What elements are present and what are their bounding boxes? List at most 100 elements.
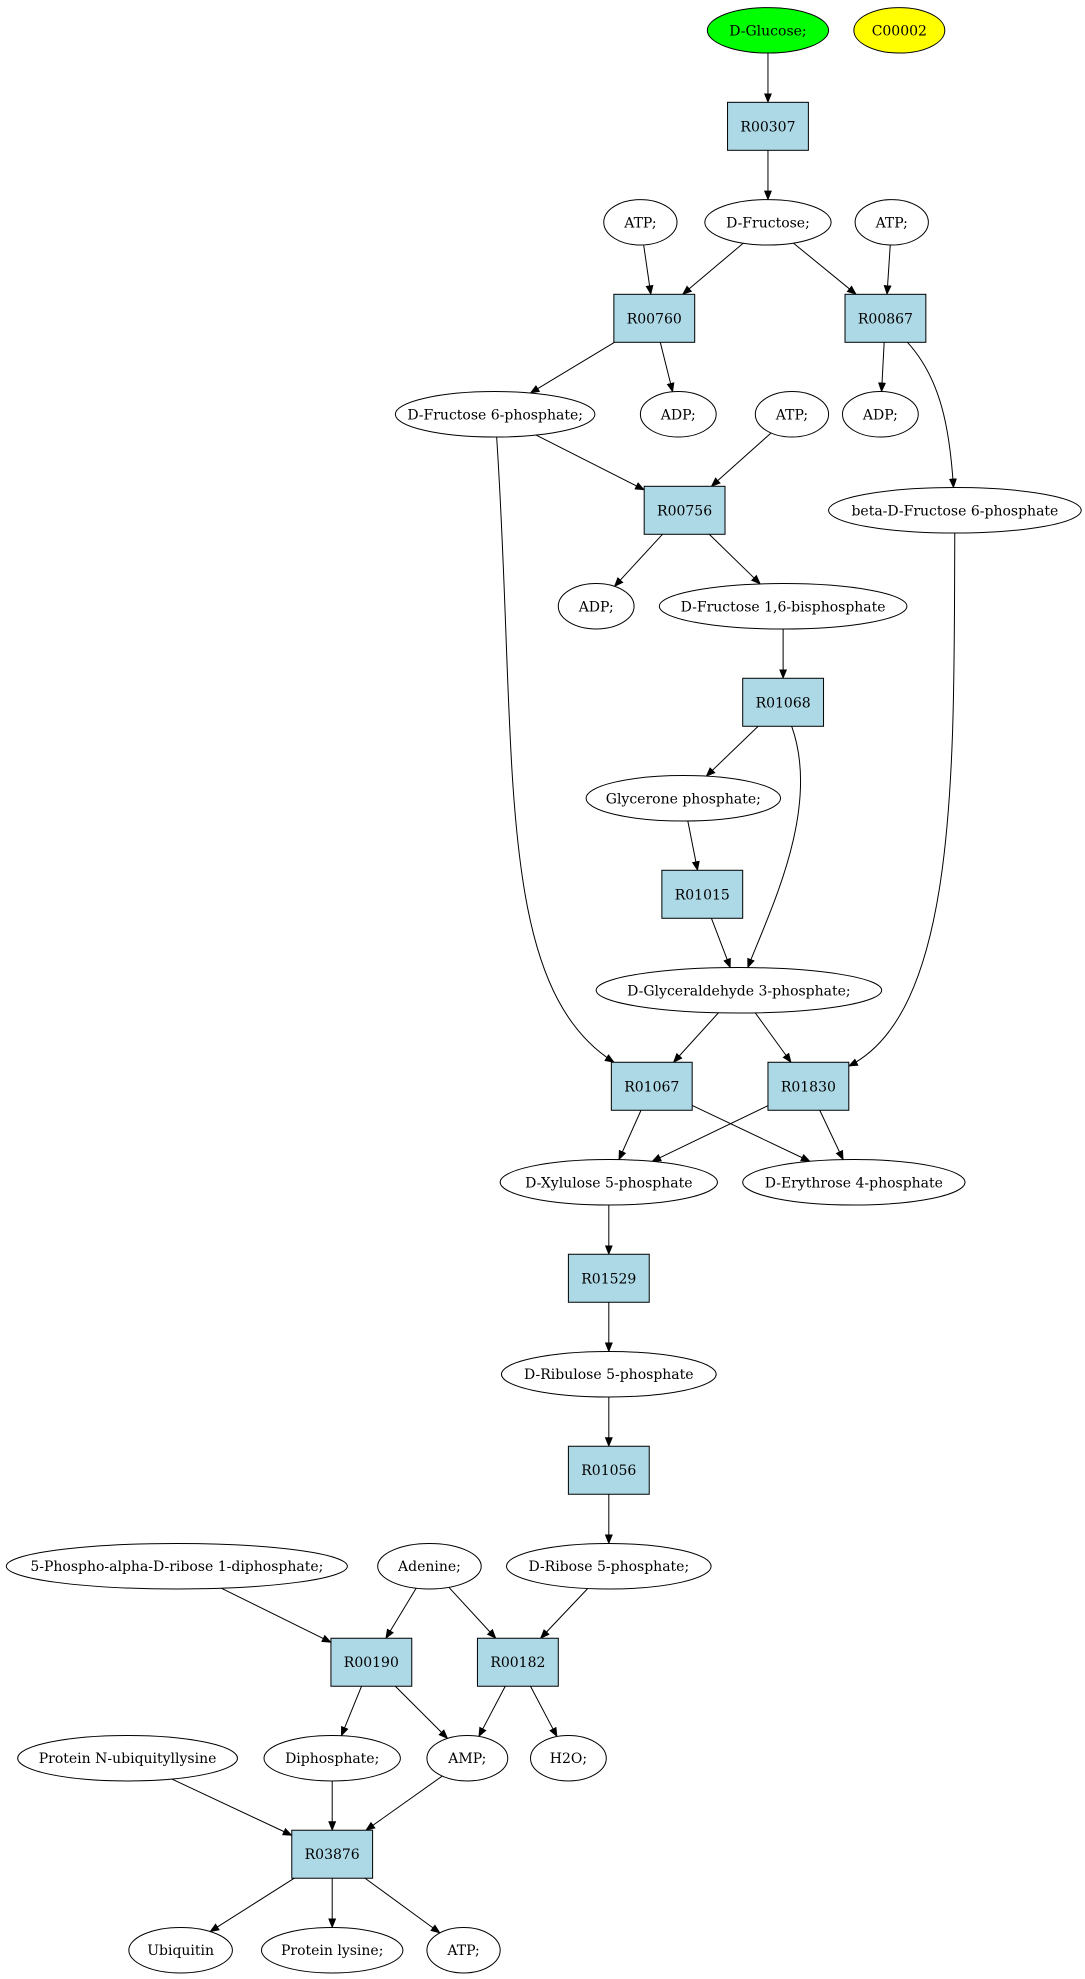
compound-ellipse [658, 583, 908, 630]
node-label: R01068 [756, 695, 811, 711]
edge-prpp-to-r00190 [221, 1587, 332, 1643]
node-label: R01056 [581, 1463, 636, 1479]
edge-r03876-to-atp4 [364, 1877, 441, 1934]
reaction-box [330, 1637, 413, 1687]
compound-node-f6p: D-Fructose 6-phosphate; [394, 391, 596, 438]
edge-r00182-to-h2o [530, 1685, 558, 1738]
compound-node-e4p: D-Erythrose 4-phosphate [742, 1159, 966, 1206]
node-label: Adenine; [397, 1559, 461, 1575]
edge-atp3-to-r00756 [710, 432, 772, 487]
reaction-box [613, 293, 696, 343]
reaction-box [742, 677, 825, 727]
edge-r01067-to-x5p [618, 1110, 642, 1161]
compound-node-glucose: D-Glucose; [706, 7, 830, 54]
node-label: R00760 [627, 311, 682, 327]
compound-node-f16bp: D-Fructose 1,6-bisphosphate [658, 583, 908, 630]
compound-node-x5p: D-Xylulose 5-phosphate [499, 1159, 718, 1206]
node-label: Glycerone phosphate; [606, 791, 761, 807]
reaction-box [291, 1829, 374, 1879]
edge-r00182-to-amp [478, 1685, 506, 1738]
node-label: D-Ribose 5-phosphate; [528, 1559, 689, 1575]
edge-r00867-to-adp2 [878, 342, 887, 393]
node-label: ATP; [623, 215, 656, 231]
edge-r03876-to-ubiquitin [209, 1877, 295, 1933]
reaction-node-r01529: R01529 [567, 1253, 650, 1303]
compound-node-plys: Protein lysine; [260, 1926, 404, 1974]
edge-r00760-to-f6p [529, 341, 615, 394]
compound-node-c00002: C00002 [853, 7, 946, 54]
reaction-node-r01056: R01056 [567, 1445, 650, 1495]
compound-node-adp2: ADP; [841, 391, 919, 438]
edge-r01830-to-x5p [651, 1105, 769, 1162]
edge-adenine-to-r00190 [385, 1587, 417, 1640]
compound-ellipse [506, 1543, 712, 1590]
reaction-node-r01068: R01068 [742, 677, 825, 727]
compound-node-fructose: D-Fructose; [704, 199, 832, 246]
reaction-box [567, 1445, 650, 1495]
reaction-box [727, 101, 809, 151]
reaction-node-r03876: R03876 [291, 1829, 374, 1879]
edge-glycerone-to-r01015 [687, 820, 700, 872]
compound-ellipse [706, 7, 830, 54]
node-label: H2O; [550, 1751, 587, 1767]
reaction-box [643, 485, 726, 535]
node-label: AMP; [447, 1751, 486, 1767]
reaction-node-r00307: R00307 [727, 101, 809, 151]
compound-ellipse [426, 1734, 509, 1782]
node-label: D-Ribulose 5-phosphate [524, 1367, 694, 1383]
edge-ubilys-to-r03876 [171, 1778, 293, 1836]
compound-node-r5p: D-Ribose 5-phosphate; [506, 1543, 712, 1590]
node-label: R01067 [624, 1079, 679, 1095]
compound-ellipse [17, 1734, 238, 1782]
reaction-box [767, 1061, 850, 1111]
compound-node-ru5p: D-Ribulose 5-phosphate [500, 1351, 717, 1398]
compound-node-atp4: ATP; [426, 1926, 501, 1974]
reaction-node-r01830: R01830 [767, 1061, 850, 1111]
compound-node-diphosphate: Diphosphate; [263, 1734, 401, 1782]
node-label: D-Fructose 6-phosphate; [407, 407, 583, 423]
reaction-box [661, 869, 744, 919]
reaction-box [476, 1637, 559, 1687]
node-label: Protein lysine; [281, 1943, 383, 1959]
edge-amp-to-r03876 [365, 1775, 443, 1831]
edge-r5p-to-r00182 [539, 1588, 589, 1639]
compound-node-adp3: ADP; [557, 583, 635, 630]
compound-node-adenine: Adenine; [377, 1543, 482, 1590]
compound-node-amp: AMP; [426, 1734, 509, 1782]
compound-ellipse [742, 1159, 966, 1206]
edge-r00760-to-adp1 [659, 342, 675, 393]
reaction-node-r00190: R00190 [330, 1637, 413, 1687]
edge-f6p-to-r00756 [535, 434, 646, 491]
edge-f6p-to-r01067 [496, 436, 615, 1063]
edge-fructose-to-r00760 [681, 242, 744, 295]
node-label: D-Xylulose 5-phosphate [525, 1175, 692, 1191]
compound-ellipse [585, 775, 782, 822]
edge-r01067-to-e4p [691, 1105, 811, 1162]
edge-r00756-to-f16bp [708, 533, 761, 585]
reaction-box [567, 1253, 650, 1303]
compound-ellipse [377, 1543, 482, 1590]
node-label: ADP; [578, 599, 614, 615]
compound-node-atp1: ATP; [603, 199, 678, 246]
compound-ellipse [828, 487, 1082, 534]
edge-r01068-to-glycerone [705, 725, 759, 777]
compound-ellipse [595, 967, 883, 1014]
edge-r00867-to-bf6p [907, 341, 957, 489]
edge-adenine-to-r00182 [448, 1586, 497, 1639]
node-label: R03876 [305, 1847, 360, 1863]
reaction-node-r01015: R01015 [661, 869, 744, 919]
node-label: Diphosphate; [285, 1751, 379, 1767]
node-label: ADP; [862, 407, 898, 423]
node-label: ATP; [875, 215, 908, 231]
compound-ellipse [426, 1926, 501, 1974]
compound-ellipse [500, 1351, 717, 1398]
compound-node-atp3: ATP; [754, 391, 830, 438]
compound-ellipse [841, 391, 919, 438]
compound-node-prpp: 5-Phospho-alpha-D-ribose 1-diphosphate; [5, 1543, 348, 1590]
compound-ellipse [854, 199, 929, 246]
compound-ellipse [263, 1734, 401, 1782]
compound-node-glycerone: Glycerone phosphate; [585, 775, 782, 822]
node-label: R01529 [581, 1271, 636, 1287]
compound-node-h2o: H2O; [530, 1734, 607, 1782]
